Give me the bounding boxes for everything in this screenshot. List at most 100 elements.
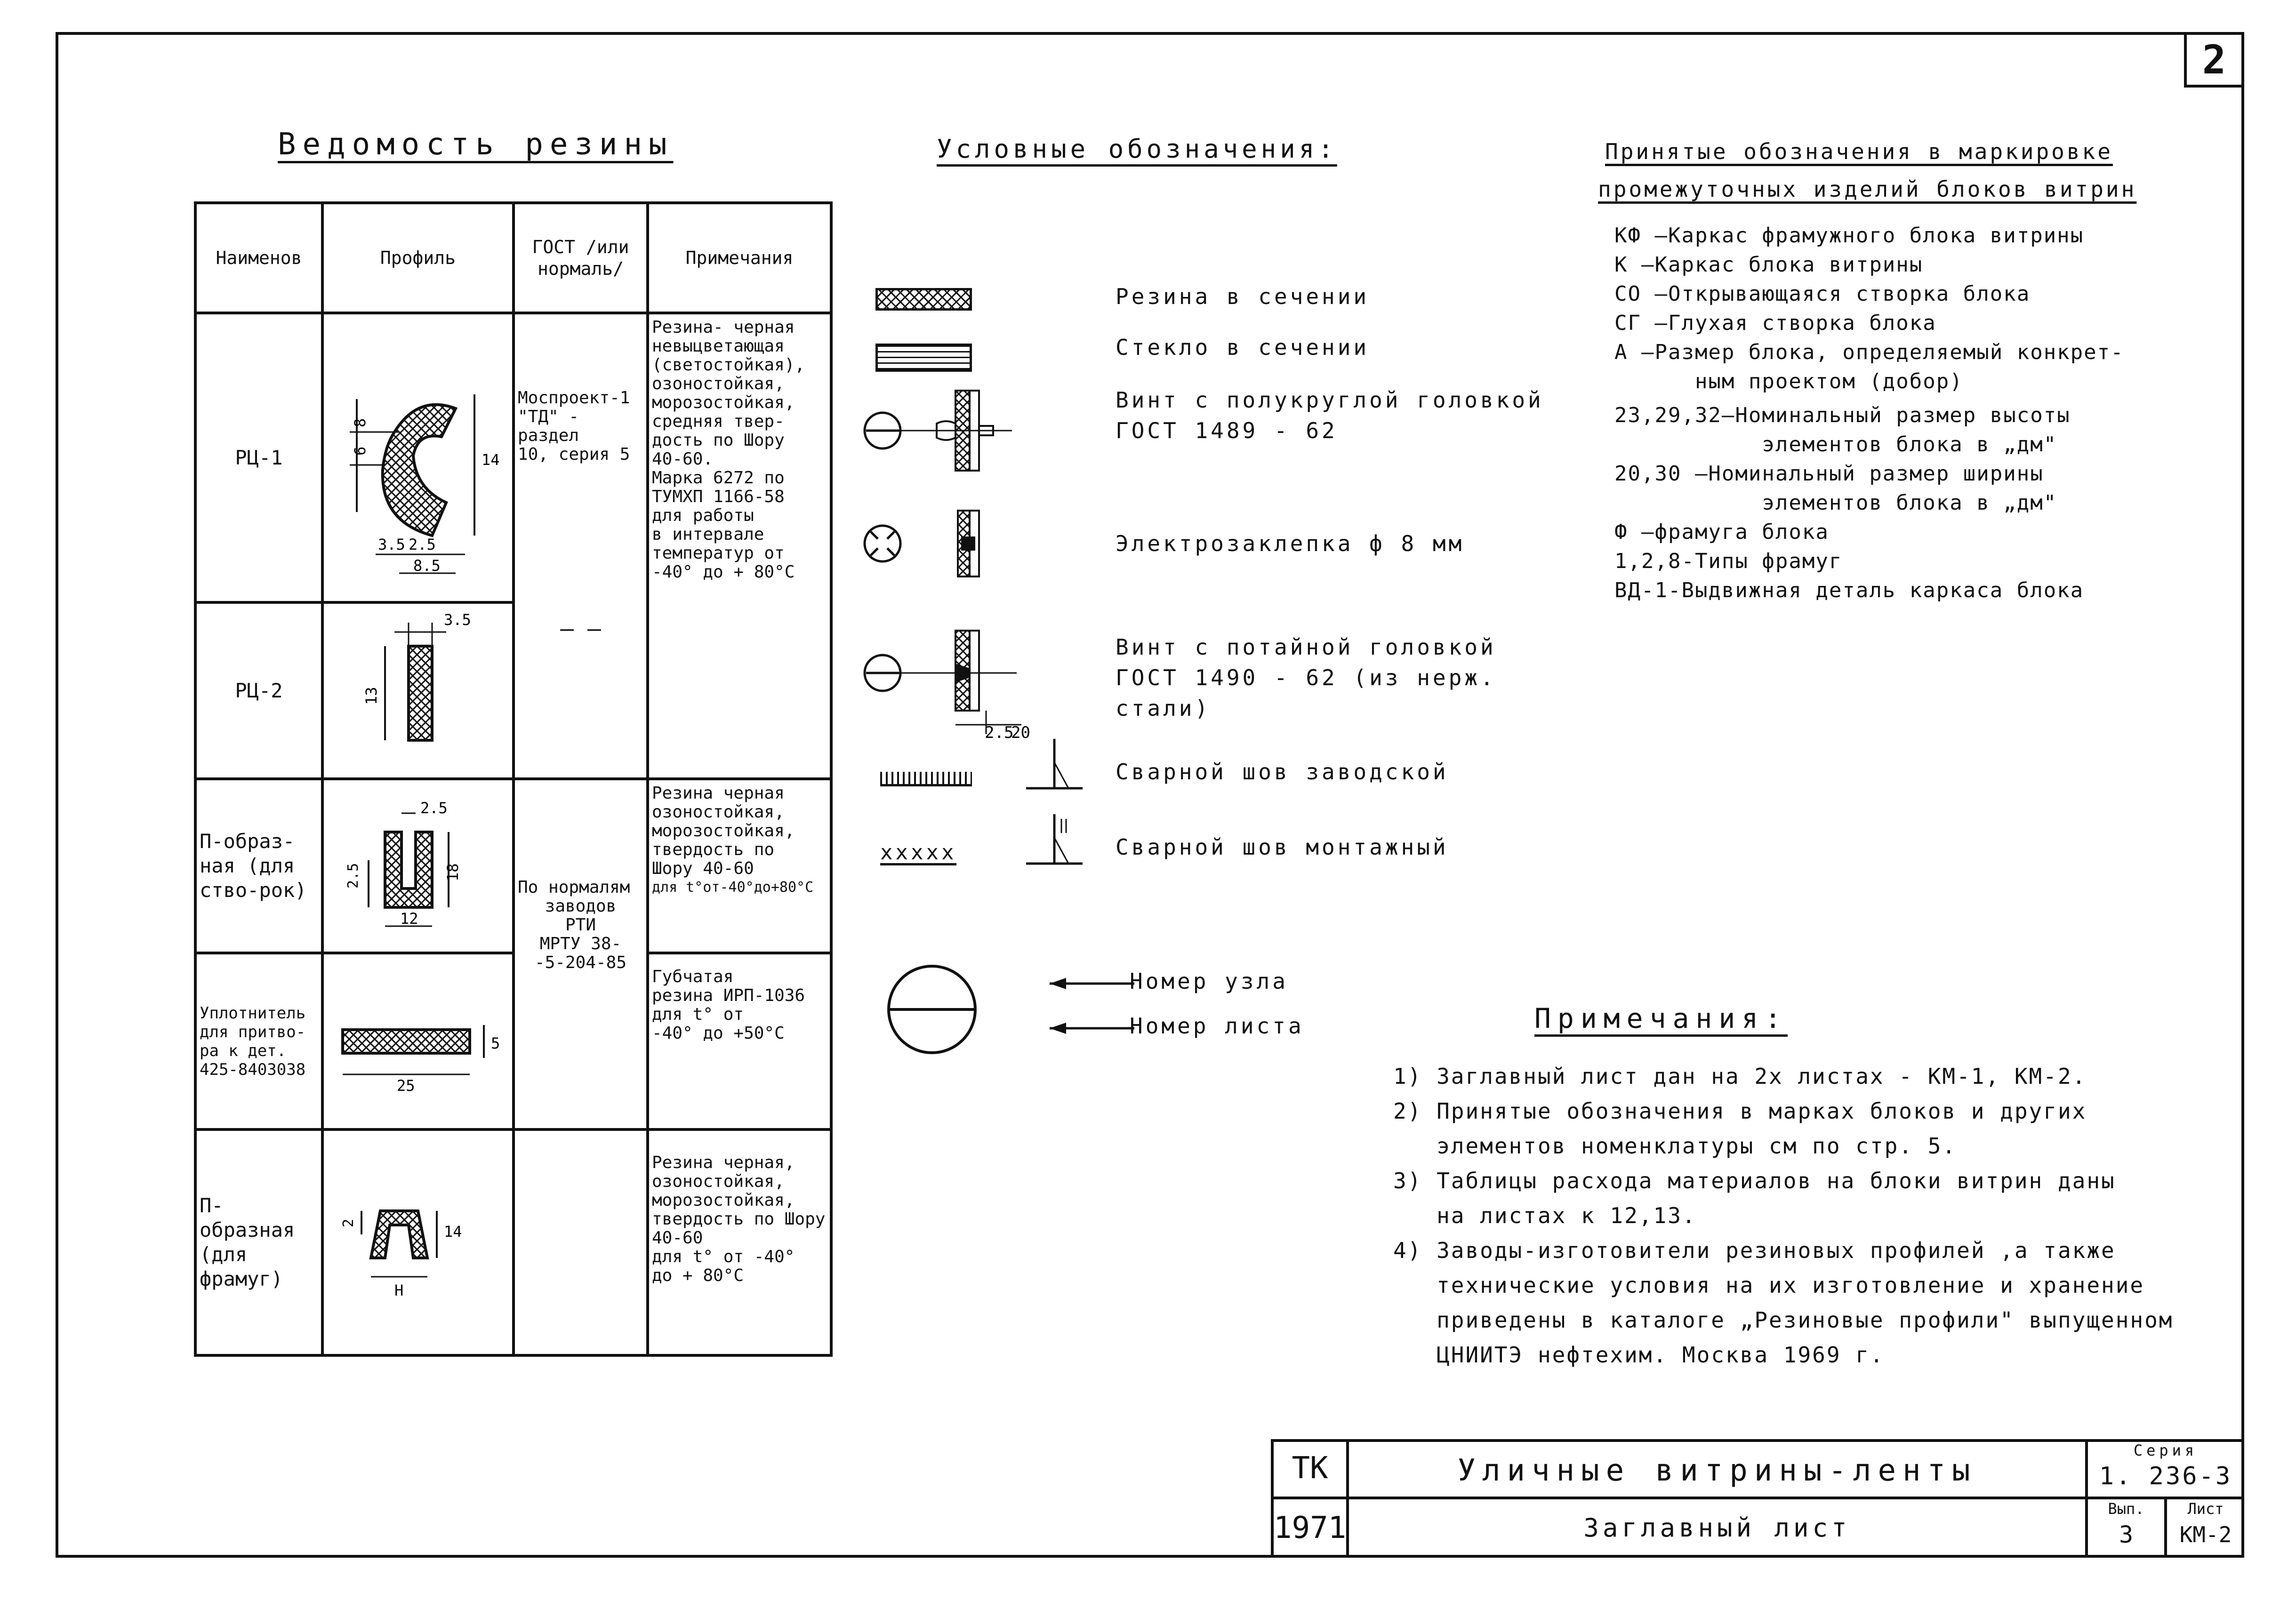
table-row: П-образ-ная (для ство-рок) 2.5 2.5 18 12… bbox=[194, 777, 833, 1131]
stamp-title: Уличные витрины-ленты bbox=[1457, 1453, 1977, 1488]
dim-label: 2.5 bbox=[985, 723, 1013, 742]
marking-line: ным проектом (добор) bbox=[1614, 369, 1963, 393]
note-line: морозостойкая, bbox=[652, 1191, 795, 1210]
field-weld-symbol-icon bbox=[1026, 814, 1083, 865]
legend-title: Условные обозначения: bbox=[937, 134, 1337, 164]
dim-label: 5 bbox=[491, 1034, 500, 1052]
profile-rc2-drawing: 3.5 13 bbox=[362, 611, 471, 742]
gost-line: заводов bbox=[545, 897, 617, 916]
note-item: приведены в каталоге „Резиновые профили"… bbox=[1393, 1307, 2174, 1333]
marking-line: Ф —фрамуга блока bbox=[1614, 520, 1829, 544]
glass-section-icon bbox=[875, 344, 972, 372]
dim-label: 14 bbox=[444, 1223, 462, 1241]
legend-label: стали) bbox=[1116, 696, 1211, 721]
marking-list: КФ —Каркас фрамужного блока витрины К —К… bbox=[1614, 221, 2124, 605]
note-line: -40° до +50°С bbox=[652, 1024, 785, 1043]
legend-label: Винт с потайной головкой bbox=[1116, 634, 1496, 660]
note-cell-a: Резина- черная невыцветающая (светостойк… bbox=[646, 312, 833, 780]
note-line: Шору 40-60 bbox=[652, 859, 754, 878]
note-line: в интервале bbox=[652, 525, 764, 544]
dim-label: 18 bbox=[444, 863, 462, 881]
note-line: Губчатая bbox=[652, 967, 734, 986]
rubber-section-icon bbox=[875, 288, 972, 311]
marking-title-line2: промежуточных изделий блоков витрин bbox=[1598, 176, 2137, 202]
note-cell-b: Резина черная озоностойкая, морозостойка… bbox=[646, 777, 833, 954]
table-row: РЦ-1 8 6 14 3.5 2.5 8.5 bbox=[194, 312, 833, 780]
sheet-number: 2 bbox=[2184, 32, 2244, 88]
profile-seal: 5 25 bbox=[321, 952, 515, 1131]
profile-p-transom-drawing: 2 14 H bbox=[340, 1209, 462, 1299]
node-number-label: Номер узла bbox=[1130, 969, 1288, 994]
note-line: (светостойкая), bbox=[652, 355, 805, 375]
dim-label: 13 bbox=[362, 687, 380, 705]
header-gost: ГОСТ /или нормаль/ bbox=[512, 201, 649, 314]
legend-label: Стекло в сечении bbox=[1116, 335, 1370, 360]
legend-label: Сварной шов заводской bbox=[1116, 759, 1449, 784]
note-cell-d: Резина черная, озоностойкая, морозостойк… bbox=[646, 1128, 833, 1357]
marking-line: ВД-1-Выдвижная деталь каркаса блока bbox=[1614, 578, 2084, 602]
note-line: морозостойкая, bbox=[652, 393, 795, 412]
profile-p-transom: 2 14 H bbox=[321, 1128, 515, 1357]
note-item: технические условия на их изготовление и… bbox=[1393, 1273, 2145, 1298]
note-line: 40-60 bbox=[652, 1228, 703, 1248]
note-line: для t° от -40° bbox=[652, 1247, 795, 1266]
dim-label: 2 bbox=[340, 1219, 357, 1227]
note-item: элементов номенклатуры см по стр. 5. bbox=[1393, 1133, 1957, 1159]
note-cell-c: Губчатая резина ИРП-1036 для t° от -40° … bbox=[646, 952, 833, 1131]
gost-line: РТИ bbox=[565, 915, 596, 935]
note-line: для t°от-40°до+80°С bbox=[652, 879, 814, 896]
dim-label: 2.5 bbox=[345, 863, 361, 889]
factory-weld-icon bbox=[880, 772, 972, 786]
profile-rc1-drawing: 8 6 14 3.5 2.5 8.5 bbox=[350, 394, 500, 575]
header-name: Наименов bbox=[194, 201, 324, 314]
note-line: Марка 6272 по bbox=[652, 468, 785, 488]
sheet-value: КМ-2 bbox=[2179, 1522, 2232, 1547]
marking-title-line1: Принятые обозначения в маркировке bbox=[1605, 139, 2113, 164]
header-profile: Профиль bbox=[321, 201, 515, 314]
note-line: озоностойкая, bbox=[652, 374, 785, 393]
dim-label: 8 bbox=[351, 418, 369, 427]
dim-label: 3.5 bbox=[378, 536, 405, 553]
note-line: Резина черная, bbox=[652, 1153, 795, 1172]
dim-label: 14 bbox=[482, 451, 500, 469]
gost-line: Моспроект-1 bbox=[518, 388, 630, 408]
countersunk-screw-icon: 2.5 20 bbox=[863, 630, 1030, 742]
gost-dash: — — bbox=[560, 616, 601, 642]
legend-label: ГОСТ 1490 - 62 (из нерж. bbox=[1116, 665, 1496, 690]
gost-line: "ТД" - раздел bbox=[518, 407, 579, 445]
note-line: Резина черная bbox=[652, 784, 785, 803]
legend-label: Сварной шов монтажный bbox=[1116, 834, 1449, 860]
marking-line: элементов блока в „дм" bbox=[1614, 491, 2057, 515]
note-item: 3) Таблицы расхода материалов на блоки в… bbox=[1393, 1168, 2116, 1193]
notes-title: Примечания: bbox=[1534, 1002, 1788, 1034]
gost-cell-b: По нормалям заводов РТИ МРТУ 38- -5-204-… bbox=[512, 777, 649, 1131]
table-row: П-образная (для фрамуг) 2 14 H Резина че… bbox=[194, 1128, 833, 1357]
note-line: ТУМХП 1166-58 bbox=[652, 487, 785, 506]
row-name: РЦ-2 bbox=[194, 601, 324, 780]
note-line: твердость по bbox=[652, 840, 775, 859]
node-marker-icon bbox=[887, 965, 977, 1054]
rubber-table: Наименов Профиль ГОСТ /или нормаль/ Прим… bbox=[194, 201, 833, 1357]
field-weld-icon: xxxxx bbox=[880, 841, 957, 865]
note-line: для работы bbox=[652, 506, 754, 525]
sheet-label: Лист bbox=[2187, 1500, 2224, 1518]
note-line: до + 80°С bbox=[652, 1266, 744, 1285]
dim-label: 12 bbox=[400, 910, 418, 928]
gost-line: 10, серия 5 bbox=[518, 445, 630, 464]
node-arrows-icon bbox=[1050, 978, 1134, 1034]
note-line: для t° от bbox=[652, 1005, 744, 1024]
marking-line: СГ —Глухая створка блока bbox=[1614, 311, 1936, 335]
stamp-org: ТК bbox=[1292, 1451, 1328, 1486]
marking-line: элементов блока в „дм" bbox=[1614, 432, 2057, 456]
legend-label: Резина в сечении bbox=[1116, 284, 1370, 309]
note-line: 40-60. bbox=[652, 449, 714, 469]
note-item: ЦНИИТЭ нефтехим. Москва 1969 г. bbox=[1393, 1342, 1885, 1368]
note-line: твердость по Шору bbox=[652, 1209, 826, 1229]
marking-line: 23,29,32—Номинальный размер высоты bbox=[1614, 403, 2071, 427]
sheet-number-label: Номер листа bbox=[1130, 1013, 1304, 1039]
stamp-subtitle: Заглавный лист bbox=[1583, 1513, 1851, 1543]
marking-line: К —Каркас блока витрины bbox=[1614, 253, 1923, 277]
issue-label: Вып. bbox=[2108, 1500, 2144, 1518]
electric-rivet-icon bbox=[863, 510, 980, 577]
note-line: озоностойкая, bbox=[652, 1172, 785, 1191]
